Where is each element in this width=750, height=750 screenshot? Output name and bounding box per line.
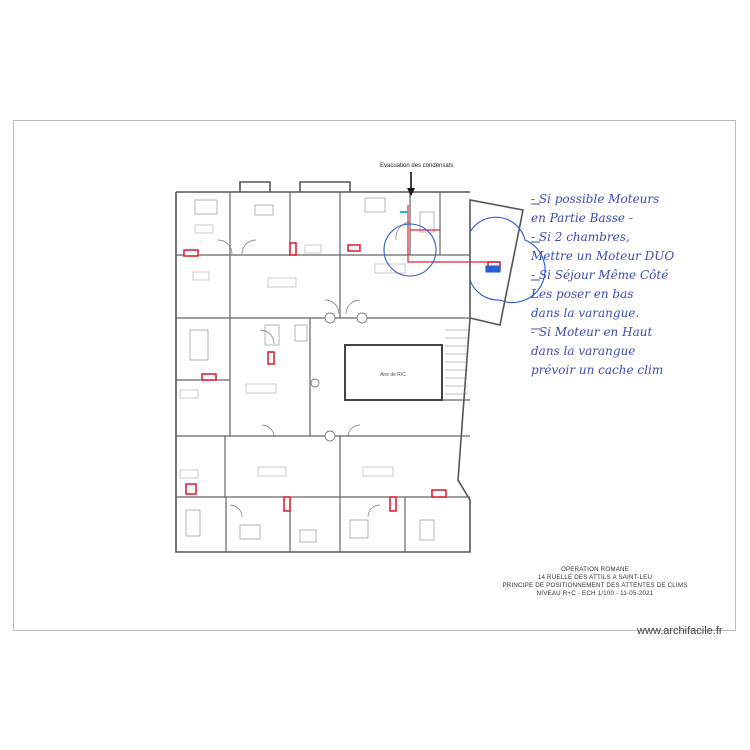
note-line: dans la varangue [531, 344, 636, 358]
grid-markers [310, 312, 368, 442]
title-line-4: NIVEAU R+C - ECH 1/100 - 11-05-2021 [536, 590, 654, 597]
title-block: OPERATION ROMANE 14 RUELLE DES ATTILS A … [470, 566, 720, 598]
building-outline [175, 181, 524, 553]
note-bullets [531, 203, 540, 330]
blue-markings [383, 211, 546, 304]
note-line: prévoir un cache clim [531, 363, 664, 377]
watermark: www.archifacile.fr [637, 625, 723, 637]
note-line: - Si Séjour Même Côté [531, 268, 669, 282]
central-room-label: Aire de R/C [380, 372, 406, 378]
note-line: - Si possible Moteurs [531, 192, 660, 206]
note-line: - Si Moteur en Haut [531, 325, 653, 339]
clim-indoor-units [183, 242, 501, 512]
evacuation-arrow [407, 172, 415, 196]
clim-lines [407, 205, 500, 263]
title-line-3: PRINCIPE DE POSITIONNEMENT DES ATTENTES … [502, 582, 688, 589]
title-line-2: 14 RUELLE DES ATTILS A SAINT-LEU [537, 574, 653, 581]
note-line: Mettre un Moteur DUO [531, 249, 675, 263]
fixtures [185, 197, 435, 543]
note-line: - Si 2 chambres, [531, 230, 630, 244]
note-line: en Partie Basse - [531, 211, 633, 225]
note-line: Les poser en bas [531, 287, 634, 301]
central-room [344, 344, 443, 401]
stairs [445, 329, 468, 395]
title-line-1: OPERATION ROMANE [560, 566, 630, 573]
handwritten-notes: - Si possible Moteurs en Partie Basse - … [531, 190, 746, 380]
note-line: dans la varangue. [531, 306, 640, 320]
evacuation-label: Evacuation des condensats [380, 163, 454, 169]
room-tags [179, 224, 406, 479]
